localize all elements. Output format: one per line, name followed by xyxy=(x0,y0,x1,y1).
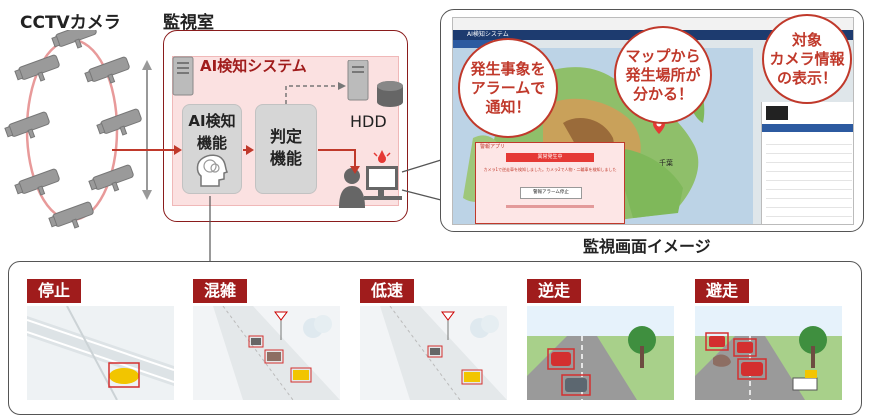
scene-slow xyxy=(360,306,507,400)
camera-icon xyxy=(4,111,50,139)
detection-box xyxy=(427,345,443,358)
info-header xyxy=(762,124,853,132)
event-label-congestion: 混雑 xyxy=(193,279,247,303)
hdd-label: HDD xyxy=(350,112,387,131)
event-label-slow: 低速 xyxy=(360,279,414,303)
camera-icon xyxy=(96,108,142,136)
screen-caption: 監視画面イメージ xyxy=(583,237,711,256)
stopped-car xyxy=(109,368,139,384)
camera-icon xyxy=(88,164,134,192)
camera-icon xyxy=(48,201,94,229)
detection-box xyxy=(733,338,757,357)
truck xyxy=(792,377,818,391)
detection-box xyxy=(461,369,483,385)
judgment-function-label: 判定 機能 xyxy=(269,127,302,168)
detected-car xyxy=(551,352,571,366)
map-place-label: 千葉 xyxy=(659,159,673,167)
app-tab[interactable] xyxy=(453,40,493,48)
scene-congestion xyxy=(193,306,340,400)
camera-info-panel xyxy=(761,102,853,224)
detection-box xyxy=(561,374,591,396)
cctv-camera-group xyxy=(4,30,142,229)
flow-arrows xyxy=(112,82,442,201)
alarm-header: 異常発生中 xyxy=(506,153,594,162)
detected-car xyxy=(293,370,309,380)
camera-icon xyxy=(84,56,130,84)
other-car xyxy=(565,378,587,392)
scene-avoidance xyxy=(695,306,842,400)
alarm-stop-button[interactable]: 警報アラーム停止 xyxy=(520,187,582,199)
event-label-avoidance: 避走 xyxy=(695,279,749,303)
ai-detection-function-label: AI検知 機能 xyxy=(188,112,236,152)
detection-box xyxy=(737,358,767,380)
detection-box xyxy=(705,332,729,351)
callout-map: マップから 発生場所が 分かる！ xyxy=(614,26,712,124)
obstacle xyxy=(713,354,731,367)
detected-car xyxy=(737,342,753,353)
camera-thumbnail xyxy=(766,106,788,120)
detected-car xyxy=(741,362,763,376)
brain-head-icon xyxy=(196,154,229,187)
callout-camera-info: 対象 カメラ情報 の表示！ xyxy=(762,14,852,104)
alarm-dialog-title: 警報アプリ xyxy=(480,144,506,150)
judgment-function-box xyxy=(255,104,317,194)
detection-box xyxy=(290,367,312,383)
monitoring-room-label: 監視室 xyxy=(163,13,214,33)
alarm-message: カメラ1で逆走車を検知しました。カメラ2で人物・二輪車を検知しました xyxy=(483,167,617,172)
scene-stop xyxy=(27,306,174,400)
detection-box xyxy=(264,349,284,364)
detected-car xyxy=(709,336,725,347)
event-label-stop: 停止 xyxy=(27,279,81,303)
panel-connector xyxy=(209,196,211,262)
camera-icon xyxy=(14,168,60,196)
detection-box xyxy=(547,348,575,370)
app-title: AI検知システム xyxy=(467,31,509,38)
alarm-dialog: 警報アプリ 異常発生中 カメラ1で逆走車を検知しました。カメラ2で人物・二輪車を… xyxy=(475,142,625,224)
detected-car xyxy=(430,348,440,355)
cctv-label: CCTVカメラ xyxy=(20,13,121,33)
operator-workstation-icon xyxy=(339,150,402,208)
camera-icon xyxy=(51,30,97,49)
callout-alarm: 発生事象を アラームで 通知！ xyxy=(458,38,558,138)
detected-car xyxy=(251,338,261,345)
detected-car xyxy=(464,372,480,382)
server-icon xyxy=(172,56,194,96)
ai-system-label: AI検知システム xyxy=(200,57,307,75)
detected-car xyxy=(267,352,281,361)
scene-wrong-way xyxy=(527,306,674,400)
alarm-footer-bar xyxy=(506,205,594,208)
camera-icon xyxy=(14,54,60,82)
scale-double-arrow xyxy=(142,60,152,200)
detection-box xyxy=(108,362,140,388)
hdd-icon xyxy=(347,60,403,107)
event-label-wrong-way: 逆走 xyxy=(527,279,581,303)
info-rows xyxy=(766,136,852,222)
detection-box xyxy=(248,335,264,348)
